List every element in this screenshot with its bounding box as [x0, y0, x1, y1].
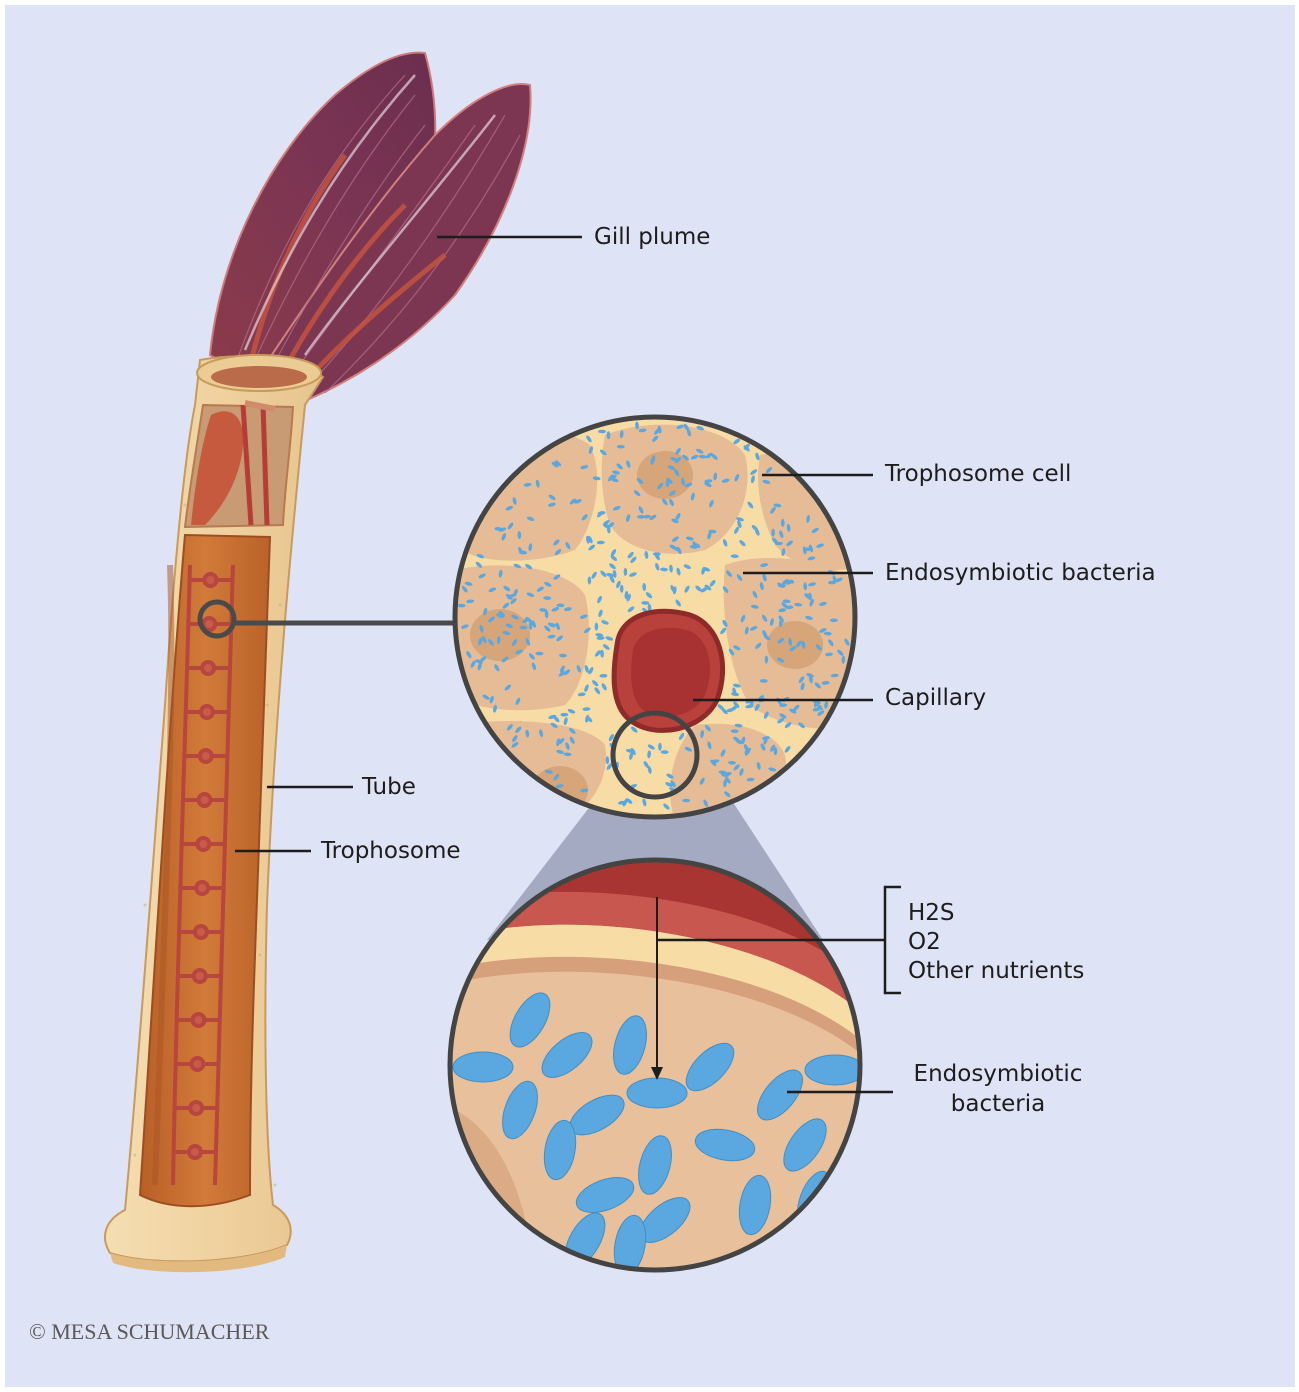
label-other-nutrients: Other nutrients — [908, 956, 1084, 986]
label-gill-plume: Gill plume — [594, 222, 710, 252]
label-tube: Tube — [362, 772, 416, 802]
diagram-canvas: Gill plume Trophosome cell Endosymbiotic… — [5, 5, 1295, 1387]
worm-upper-body — [185, 403, 293, 527]
trophosome-cross-section — [445, 405, 865, 825]
label-bacteria-detail-line2: bacteria — [903, 1089, 1093, 1119]
tubeworm-illustration — [5, 5, 1295, 1387]
label-trophosome: Trophosome — [321, 836, 461, 866]
gill-plume — [210, 53, 531, 405]
label-bacteria-detail-line1: Endosymbiotic — [903, 1059, 1093, 1089]
label-endosymbiotic-bacteria: Endosymbiotic bacteria — [885, 558, 1156, 588]
label-h2s: H2S — [908, 898, 955, 928]
label-capillary: Capillary — [885, 683, 986, 713]
label-trophosome-cell: Trophosome cell — [885, 459, 1071, 489]
credit-text: © MESA SCHUMACHER — [29, 1319, 269, 1345]
label-o2: O2 — [908, 927, 941, 957]
